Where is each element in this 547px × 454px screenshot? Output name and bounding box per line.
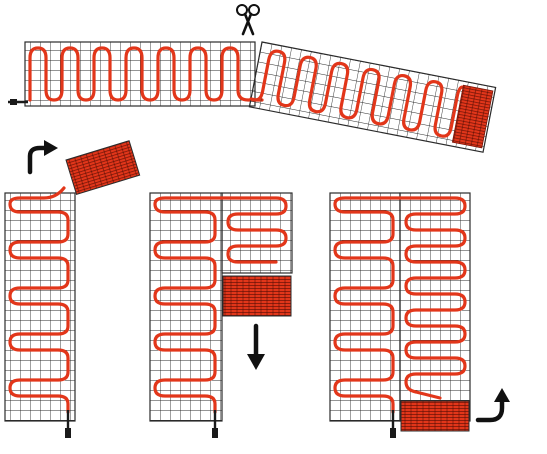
cold-lead-connector — [212, 428, 218, 438]
dense-cable-end — [451, 84, 494, 149]
heating-cable — [333, 196, 467, 414]
heating-cable — [249, 49, 465, 138]
dense-cable-block — [222, 275, 292, 317]
mesh-grid-right — [399, 192, 471, 422]
layout-two-strips-fold-down — [149, 192, 293, 438]
scissors-icon — [236, 4, 260, 36]
dense-cable-block — [400, 400, 470, 432]
cold-lead-connector — [65, 428, 71, 438]
heating-cable — [8, 186, 70, 414]
arrow-down-icon — [247, 323, 265, 370]
cold-lead-connector — [10, 99, 17, 105]
mat-top-left-section — [8, 41, 264, 107]
cold-lead-connector — [390, 428, 396, 438]
layout-two-strips-bottom — [329, 192, 471, 438]
mesh-grid-right — [221, 192, 293, 274]
rotated-dense-end — [65, 140, 141, 196]
mesh-grid-left — [149, 192, 223, 422]
mesh-grid-left — [329, 192, 401, 422]
curved-arrow-up-icon — [475, 388, 510, 423]
curved-arrow-right-icon — [27, 140, 58, 175]
heating-cable — [28, 46, 264, 102]
heating-cable — [153, 196, 288, 414]
mat-top-right-section — [248, 41, 497, 153]
mesh-grid — [4, 192, 76, 422]
layout-single-strip — [4, 140, 141, 438]
